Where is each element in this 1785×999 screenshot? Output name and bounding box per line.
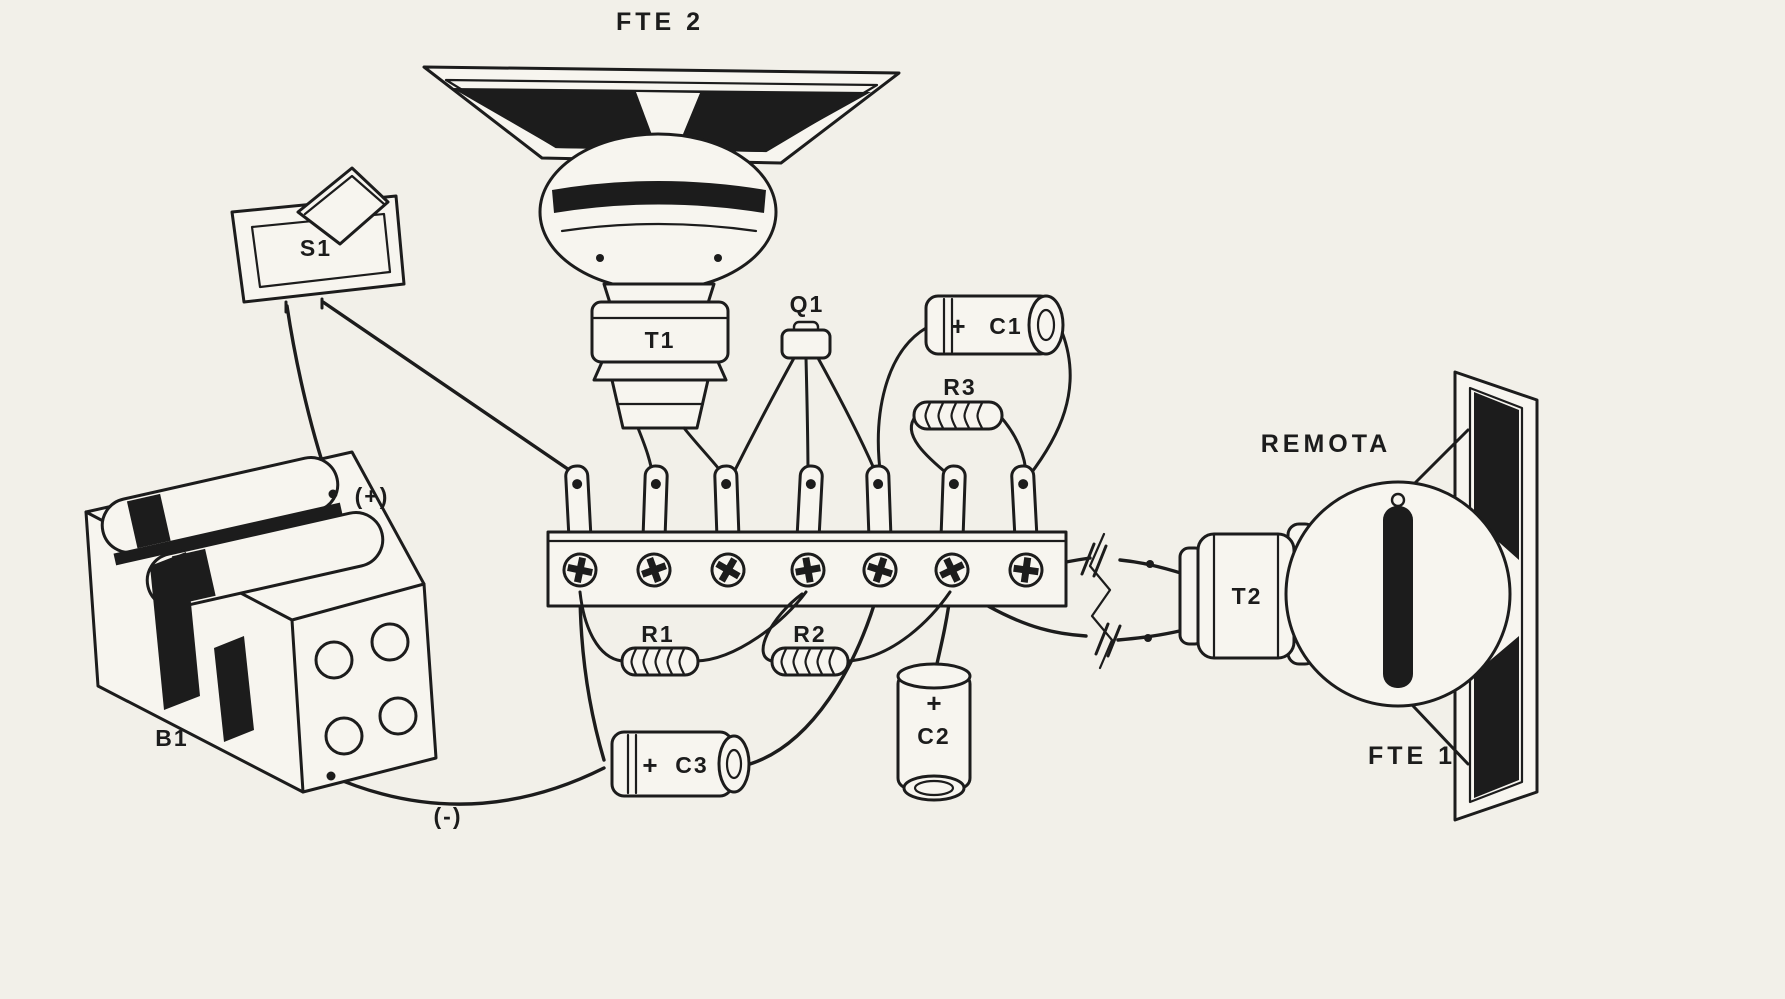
b1-hole-3 [324, 716, 364, 756]
r3-coil-marks [924, 401, 984, 430]
transformer-t1: T1 [590, 300, 730, 480]
wire-battery-minus-to-c3 [329, 766, 606, 806]
c1-label: C1 [989, 313, 1022, 339]
s1-rocker-ridge [303, 174, 386, 216]
q1-leg-left [729, 356, 796, 480]
terminal-strip [546, 464, 1068, 608]
r2-lead-left [761, 592, 804, 663]
wire-c3-to-screw1 [578, 586, 606, 762]
c3-plus-sign: + [642, 750, 657, 780]
speaker-fte1: FTE 1 [1284, 370, 1539, 822]
wire-c3-to-screw5 [748, 590, 880, 766]
b1-label: B1 [155, 725, 188, 751]
r2-label: R2 [793, 621, 826, 647]
c1-end-inner [1036, 308, 1056, 342]
c3-seams [626, 733, 638, 795]
q1-body [780, 328, 832, 360]
r1-lead-right [694, 590, 808, 663]
speaker-fte2: FTE 2 [422, 8, 901, 305]
speaker-basket [538, 132, 778, 292]
c1-seams [942, 297, 954, 354]
q1-label: Q1 [790, 291, 825, 317]
battery-minus-label: (-) [434, 803, 463, 829]
speaker-magnet-band [552, 181, 766, 213]
fte1-label: FTE 1 [1368, 742, 1456, 770]
c2-bottom-inner [913, 779, 955, 797]
r1-coil-marks [630, 647, 686, 676]
r1-label: R1 [641, 621, 674, 647]
remota-label: REMOTA [1261, 430, 1391, 458]
switch-s1: S1 [230, 166, 406, 314]
fte1-cone-dark-top [1474, 392, 1519, 560]
r3-label: R3 [943, 374, 976, 400]
b1-cell-back-band [126, 493, 171, 549]
junction-dot [1144, 634, 1152, 642]
fte1-cone-dark-bottom [1474, 636, 1519, 798]
c2-plus-sign: + [926, 688, 941, 718]
speaker-tab-right [714, 254, 722, 262]
q1-leg-right [816, 356, 880, 480]
c2-label: C2 [917, 723, 950, 749]
transistor-q1: Q1 [729, 291, 880, 480]
t1-flange [592, 360, 728, 382]
b1-side-slot-2 [214, 636, 254, 742]
b1-hole-4 [378, 696, 418, 736]
cable-break-symbol [1080, 532, 1122, 670]
speaker-cone-highlight [636, 92, 700, 151]
speaker-neck [602, 282, 716, 305]
b1-cell-gap [113, 502, 343, 566]
b1-minus-post [326, 771, 336, 781]
resistor-r3: R3 [909, 374, 1028, 478]
b1-plus-post [328, 489, 338, 499]
c2-top-rim [896, 662, 972, 690]
t1-label: T1 [645, 327, 676, 353]
battery-holder-b1: B1 [84, 450, 438, 794]
t2-body-lines [1212, 532, 1280, 660]
b1-side-slot-1 [150, 552, 200, 710]
b1-hole-2 [370, 622, 410, 662]
c1-plus-sign: + [950, 311, 965, 341]
fte2-label: FTE 2 [616, 8, 704, 36]
c3-end-inner [725, 748, 743, 780]
c1-end-cap [1027, 294, 1065, 356]
capacitor-c2: + C2 [896, 662, 972, 802]
c3-end-cap [717, 734, 751, 794]
s1-label: S1 [300, 235, 332, 261]
fte1-magnet-hole [1390, 492, 1406, 508]
r2-coil-marks [780, 647, 836, 676]
c1-lead-left [876, 326, 928, 480]
speaker-tab-left [596, 254, 604, 262]
t2-label: T2 [1232, 583, 1263, 609]
s1-pins [284, 297, 324, 314]
r2-lead-right [846, 590, 952, 663]
capacitor-c1: + C1 [876, 294, 1072, 480]
r1-lead-left [578, 590, 624, 663]
c1-lead-right [1027, 330, 1072, 478]
junction-dot [1146, 560, 1154, 568]
resistor-r2: R2 [761, 590, 952, 677]
fte1-magnet-slot [1383, 506, 1413, 688]
b1-hole-1 [314, 640, 354, 680]
q1-leg-middle [804, 356, 810, 480]
c3-body [610, 730, 734, 798]
speaker-basket-line [560, 222, 758, 233]
battery-plus-label: (+) [355, 483, 390, 509]
c3-label: C3 [675, 752, 708, 778]
c2-bottom-opening [902, 774, 966, 802]
capacitor-c3: + C3 [610, 730, 751, 798]
wire-strip-to-break-lower [986, 604, 1088, 638]
resistor-r1: R1 [578, 590, 808, 677]
wire-s1-to-lug1 [321, 300, 580, 478]
